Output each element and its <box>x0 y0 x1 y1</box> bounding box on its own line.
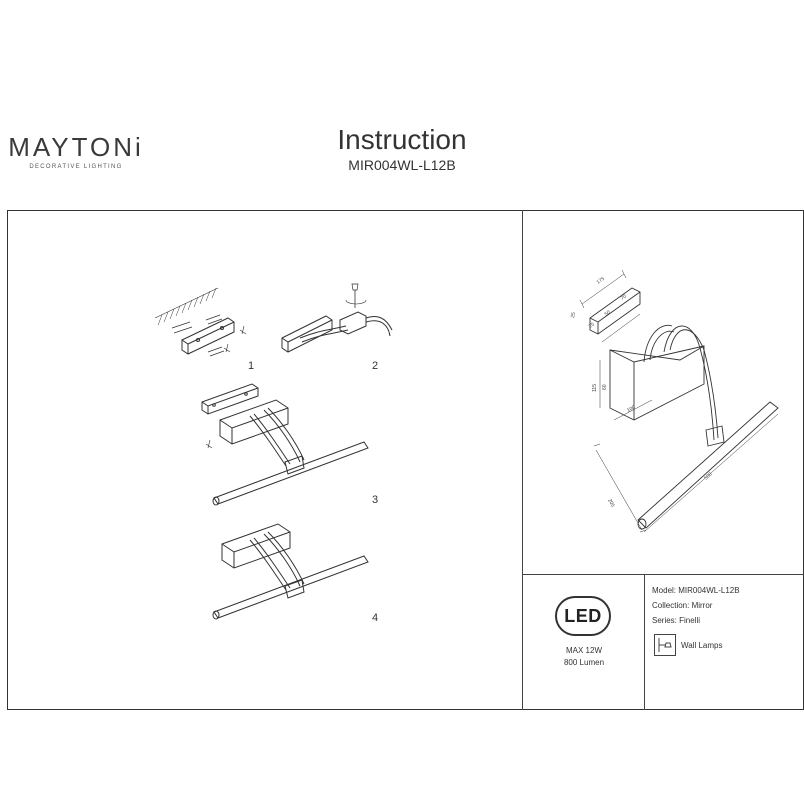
wall-lamp-icon <box>654 634 676 656</box>
dim-bracket-b: 25 <box>588 321 596 329</box>
spec-divider <box>644 574 645 710</box>
dim-bracket-c: 70 <box>620 293 628 301</box>
brand-tagline: DECORATIVE LIGHTING <box>29 164 123 170</box>
lumen-spec: 800 Lumen <box>563 658 605 667</box>
info-model: Model: MIR004WL-L12B <box>652 586 740 595</box>
led-icon: LED <box>555 596 611 636</box>
info-collection: Collection: Mirror <box>652 601 713 610</box>
info-type: Wall Lamps <box>681 641 723 650</box>
step-label-3: 3 <box>372 494 379 506</box>
dimension-drawing <box>579 269 779 533</box>
info-series: Series: Finelli <box>652 616 701 625</box>
dim-bracket-small: 25 <box>570 312 577 319</box>
step-label-1: 1 <box>248 360 255 372</box>
step-label-2: 2 <box>372 360 379 372</box>
dim-bar-length: 500 <box>703 471 713 481</box>
step-3-drawing <box>201 383 369 506</box>
power-spec: MAX 12W <box>565 646 602 655</box>
dim-arm: 205 <box>606 498 615 508</box>
dim-box-depth: 60 <box>602 384 608 390</box>
panel-divider-horizontal <box>522 574 804 575</box>
panel-divider-vertical <box>522 210 523 710</box>
step-4-drawing <box>212 523 369 620</box>
brand-name: MAYTONi <box>8 132 144 162</box>
dim-bracket-width: 175 <box>596 276 606 286</box>
step-2-drawing <box>281 283 393 353</box>
model-number: MIR004WL-L12B <box>348 157 456 173</box>
document-header: Instruction MIR004WL-L12B <box>300 124 504 173</box>
step-1-drawing <box>154 287 247 357</box>
page-title: Instruction <box>337 124 467 155</box>
dim-box-width: 100 <box>626 404 636 413</box>
dim-bracket-a: 50 <box>604 309 612 317</box>
brand-logo: MAYTONi DECORATIVE LIGHTING <box>0 132 152 170</box>
step-label-4: 4 <box>372 612 379 624</box>
dim-box-height: 115 <box>592 384 598 392</box>
